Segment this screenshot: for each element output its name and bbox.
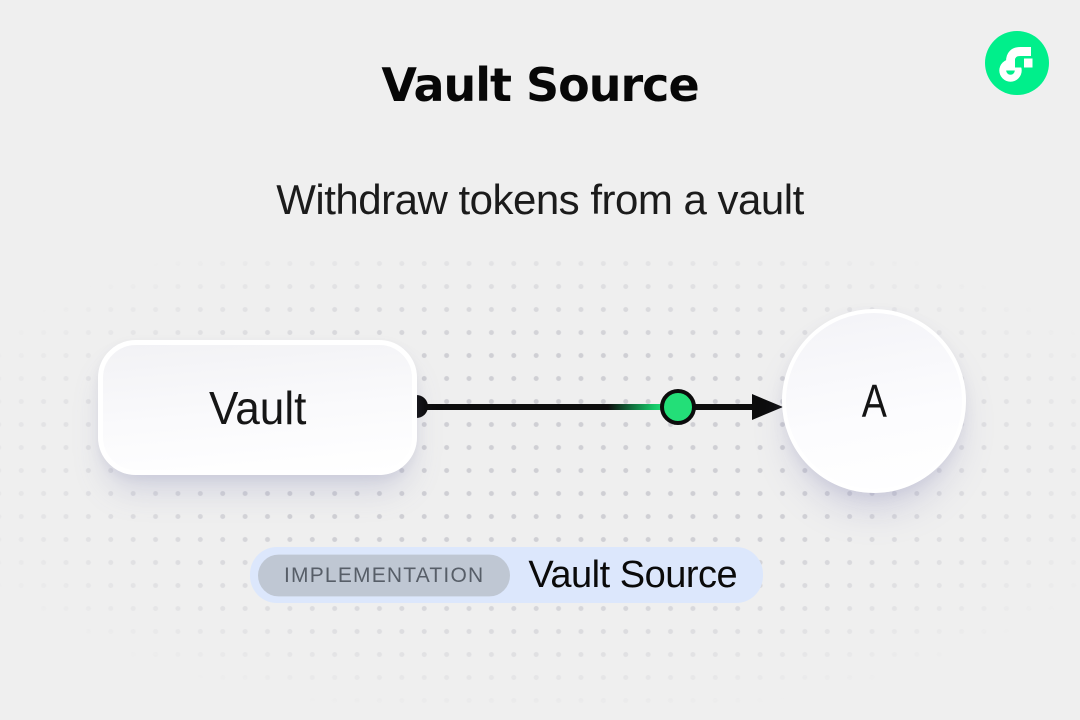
implementation-tag: IMPLEMENTATION — [258, 554, 511, 596]
connector-green-fade — [608, 404, 662, 410]
recipient-node: A — [782, 309, 966, 493]
page-subtitle: Withdraw tokens from a vault — [276, 176, 804, 223]
recipient-node-label: A — [861, 375, 887, 427]
vault-node-label: Vault — [208, 381, 307, 434]
vault-node: Vault — [98, 340, 417, 475]
implementation-label: Vault Source — [528, 553, 738, 596]
connector-token-dot — [660, 389, 696, 425]
flow-logo-icon — [985, 31, 1049, 95]
page-title: Vault Source — [381, 58, 699, 112]
dot-grid-pattern — [0, 246, 1080, 720]
arrowhead-icon — [752, 394, 783, 420]
connector-line — [415, 404, 757, 410]
implementation-badge: IMPLEMENTATION Vault Source — [250, 547, 764, 603]
